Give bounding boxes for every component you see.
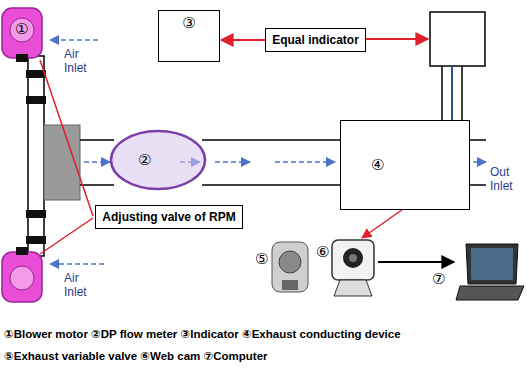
node-text: Adjusting valve of RPM: [102, 210, 235, 224]
exhaust-variable-valve: [272, 242, 308, 292]
signal-arrow: [378, 261, 454, 263]
pipe-clamp: [26, 96, 46, 104]
leader-line: [40, 218, 93, 254]
pipe-clamp: [26, 210, 46, 218]
air-inlet-label: Air Inlet: [64, 48, 104, 76]
pipe-clamp: [26, 70, 46, 78]
indicator-box: [430, 12, 485, 66]
blower-motor: [2, 247, 42, 302]
exhaust-conducting-device: ④: [340, 120, 470, 210]
ellipse-outline: [110, 130, 206, 190]
node-text: ②: [138, 151, 151, 169]
callout-number: ①: [15, 20, 28, 37]
blower-motor: [2, 8, 42, 62]
outlet-label: Out Inlet: [490, 166, 526, 194]
leader-line: [40, 60, 93, 216]
node-text: Equal indicator: [272, 33, 359, 47]
legend-text: ①Blower motor ②DP flow meter ③Indicator …: [4, 328, 526, 341]
web-cam: [332, 240, 374, 296]
callout-number: ⑦: [432, 270, 445, 287]
equal-indicator-box: Equal indicator: [265, 28, 366, 52]
air-flow-arrow: [50, 39, 98, 41]
callout-number: ⑤: [255, 250, 268, 267]
indicator-link-arrow: [221, 39, 265, 41]
legend-text: ⑤Exhaust variable valve ⑥Web cam ⑦Comput…: [4, 350, 526, 363]
air-flow-arrow: [50, 263, 104, 265]
indicator-box: ③: [158, 10, 220, 62]
adjusting-valve-box: Adjusting valve of RPM: [95, 205, 243, 229]
callout-number: ⑥: [316, 243, 329, 260]
pipe-clamp: [26, 236, 46, 244]
air-inlet-label: Air Inlet: [64, 272, 104, 300]
node-text: ④: [371, 156, 384, 174]
dp-flow-meter: ②: [110, 130, 206, 190]
node-text: ③: [182, 14, 195, 32]
computer: [456, 244, 524, 300]
supply-pipe: [28, 56, 44, 256]
leader-arrow: [366, 38, 428, 40]
